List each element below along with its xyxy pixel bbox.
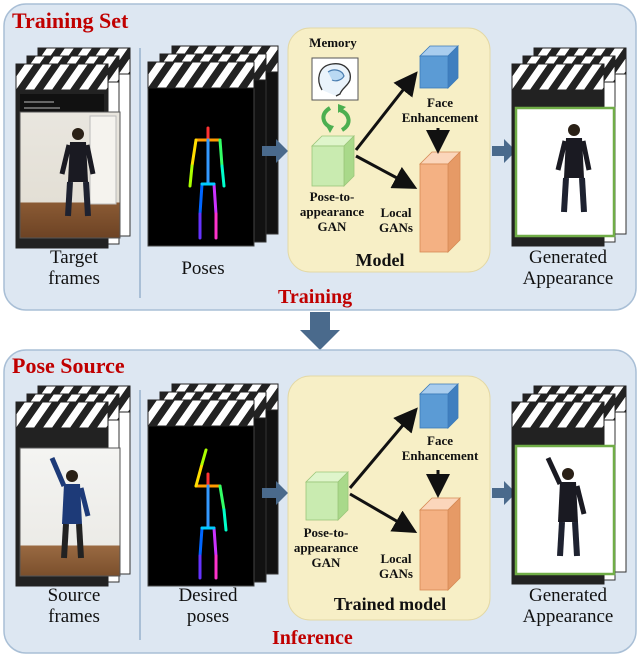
- inference-generated-appearance-label: Generated Appearance: [504, 585, 632, 628]
- inference-local-gans-label-line2: GANs: [379, 565, 413, 581]
- pose-to-appearance-label-line2: appearance: [299, 203, 365, 219]
- target-frames-label-line1: Target: [50, 247, 98, 268]
- inference-face-enhancement-label-line2: Enhancement: [401, 447, 479, 463]
- target-frames-label: Target frames: [18, 247, 130, 290]
- inference-generated-appearance-label-line1: Generated: [528, 585, 608, 606]
- face-enhancement-block: [419, 45, 459, 89]
- memory-arrow-up: [339, 108, 351, 132]
- arrow-desired-poses-to-model: [262, 481, 288, 505]
- training-model: [311, 45, 461, 253]
- face-enhancement-label-line1: Face: [427, 95, 453, 110]
- inference-local-gans-label: Local GANs: [372, 551, 420, 582]
- inference-local-gans-label-line1: Local: [380, 551, 412, 566]
- inference-generated-appearance-label-line2: Appearance: [522, 606, 614, 628]
- pose-source-label: Pose Source: [12, 353, 125, 378]
- local-gans-label: Local GANs: [372, 205, 420, 236]
- source-frames-label: Source frames: [18, 585, 130, 628]
- inference-local-gans-block: [419, 497, 461, 591]
- brain-icon: [311, 57, 359, 101]
- inference-pose-to-appearance-label-line3: GAN: [311, 554, 341, 570]
- inference-pose-to-appearance-label-line1: Pose-to-: [303, 525, 349, 540]
- generated-appearance-label-line1: Generated: [528, 247, 608, 268]
- trained-model: [305, 383, 461, 591]
- trained-model-title: Trained model: [333, 594, 447, 614]
- source-frames-label-line2: frames: [48, 606, 100, 628]
- pose-to-appearance-label: Pose-to- appearance GAN: [290, 189, 374, 235]
- target-frames-label-line2: frames: [48, 268, 100, 290]
- poses-label: Poses: [181, 258, 225, 279]
- arrow-gan-to-local: [355, 154, 418, 189]
- arrow-poses-to-model: [262, 139, 288, 163]
- desired-poses-label-line2: poses: [186, 606, 230, 628]
- training-set-label: Training Set: [12, 8, 129, 33]
- inference-pose-to-appearance-gan-block: [305, 471, 349, 521]
- training-caption: Training: [278, 286, 353, 308]
- target-frames-stack: [15, 47, 131, 249]
- generated-frame-photo: [514, 106, 616, 238]
- desired-poses-label: Desired poses: [148, 585, 268, 628]
- target-frame-photo: [19, 111, 121, 239]
- inference-face-enhancement-block: [419, 383, 459, 429]
- inference-caption: Inference: [272, 627, 353, 649]
- pose-to-appearance-label-line1: Pose-to-: [309, 189, 355, 204]
- generated-appearance-label-line2: Appearance: [522, 268, 614, 290]
- source-frame-photo: [19, 447, 121, 577]
- face-enhancement-label: Face Enhancement: [384, 95, 496, 126]
- arrow-gan-to-face: [354, 71, 418, 151]
- inference-output-stack: [511, 385, 627, 585]
- inference-arrow-gan-to-local: [349, 492, 418, 534]
- desired-poses-stack: [147, 383, 279, 587]
- generated-appearance-label: Generated Appearance: [504, 247, 632, 290]
- training-output-stack: [511, 47, 627, 247]
- local-gans-label-line2: GANs: [379, 219, 413, 235]
- arrow-model-to-output: [492, 139, 516, 163]
- model-title: Model: [355, 250, 405, 270]
- arrow-trained-model-to-output: [492, 481, 516, 505]
- inference-pose-to-appearance-label: Pose-to- appearance GAN: [284, 525, 368, 571]
- inference-generated-frame-photo: [514, 444, 616, 576]
- inference-arrow-gan-to-face: [348, 407, 418, 489]
- pose-to-appearance-gan-block: [311, 135, 355, 187]
- training-poses-stack: [147, 45, 279, 247]
- pose-to-appearance-label-line3: GAN: [317, 218, 347, 234]
- face-enhancement-label-line2: Enhancement: [401, 109, 479, 125]
- training-to-inference-arrow: [300, 312, 340, 350]
- memory-label: Memory: [309, 35, 357, 50]
- local-gans-label-line1: Local: [380, 205, 412, 220]
- inference-pose-to-appearance-label-line2: appearance: [293, 539, 359, 555]
- inference-face-enhancement-label: Face Enhancement: [384, 433, 496, 464]
- source-frames-stack: [15, 385, 131, 587]
- desired-poses-label-line1: Desired: [178, 585, 238, 606]
- source-frames-label-line1: Source: [47, 585, 101, 606]
- inference-face-enhancement-label-line1: Face: [427, 433, 453, 448]
- local-gans-block: [419, 151, 461, 253]
